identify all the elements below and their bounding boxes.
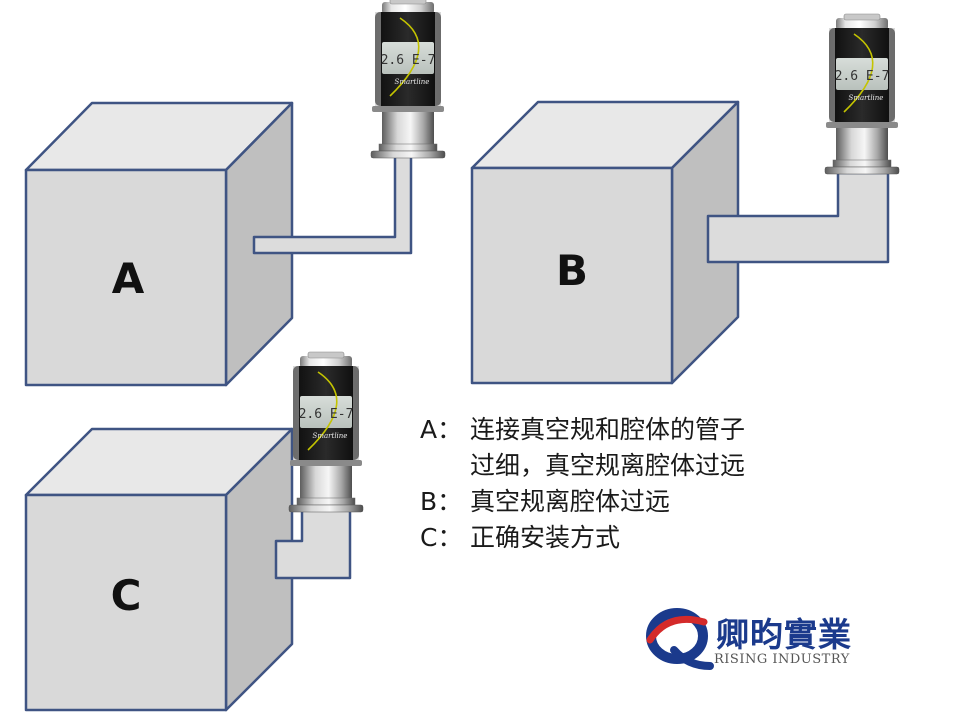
note-b: B： 真空规离腔体过远 [420,484,940,520]
cube-c-label: C [111,571,142,620]
vacuum-gauge-c: 2.6 E-7 Smartline [288,351,364,513]
explanation-notes: A： 连接真空规和腔体的管子 过细，真空规离腔体过远 B： 真空规离腔体过远 C… [420,412,940,556]
note-a: A： 连接真空规和腔体的管子 [420,412,940,448]
cube-c-front [24,493,228,712]
cube-b-front [470,166,674,385]
gauge-c-brand: Smartline [313,432,348,440]
note-b-key: B： [420,487,463,516]
gauge-a-readout: 2.6 E-7 [381,53,436,68]
logo-english-name: RISING INDUSTRY [714,652,850,667]
vacuum-gauge-b: 2.6 E-7 Smartline [824,13,900,175]
note-a-key: A： [420,415,463,444]
cube-a-label: A [112,254,145,303]
note-c: C： 正确安装方式 [420,520,940,556]
cube-b: B [470,100,740,385]
gauge-c-readout: 2.6 E-7 [299,407,354,422]
note-c-key: C： [420,523,463,552]
cube-b-label: B [556,246,588,295]
logo-chinese-name: 卿昀實業 [716,615,852,654]
note-b-text: 真空规离腔体过远 [470,487,671,516]
cube-c: C [24,427,294,712]
cube-a: A [24,101,294,387]
gauge-b-readout: 2.6 E-7 [835,69,890,84]
cube-a-front [24,168,228,387]
note-c-text: 正确安装方式 [470,523,621,552]
gauge-a-brand: Smartline [395,78,430,86]
vacuum-gauge-a: 2.6 E-7 Smartline [370,0,446,159]
company-logo: 卿昀實業 RISING INDUSTRY [644,606,884,672]
logo-q-mark-icon [646,608,714,670]
gauge-b-brand: Smartline [849,94,884,102]
note-a-line1: 连接真空规和腔体的管子 [470,415,746,444]
note-a-line2: 过细，真空规离腔体过远 [470,451,746,480]
